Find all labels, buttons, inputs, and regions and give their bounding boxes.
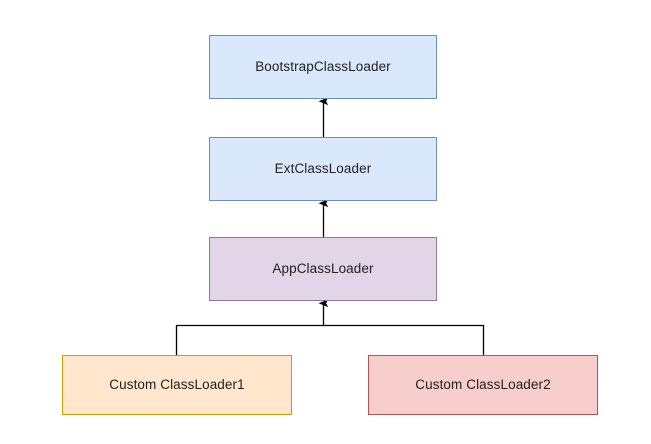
- edge-custom1-to-bus: [175, 324, 324, 355]
- node-label: AppClassLoader: [272, 260, 374, 276]
- node-label: BootstrapClassLoader: [255, 58, 391, 74]
- node-label: Custom ClassLoader1: [109, 376, 245, 392]
- node-custom-classloader1[interactable]: Custom ClassLoader1: [62, 355, 292, 415]
- edge-custom2-to-bus: [323, 324, 485, 355]
- node-label: Custom ClassLoader2: [415, 376, 551, 392]
- node-ext-classloader[interactable]: ExtClassLoader: [209, 137, 437, 201]
- node-app-classloader[interactable]: AppClassLoader: [209, 237, 437, 301]
- node-custom-classloader2[interactable]: Custom ClassLoader2: [368, 355, 598, 415]
- node-bootstrap-classloader[interactable]: BootstrapClassLoader: [209, 35, 437, 99]
- node-label: ExtClassLoader: [274, 160, 372, 176]
